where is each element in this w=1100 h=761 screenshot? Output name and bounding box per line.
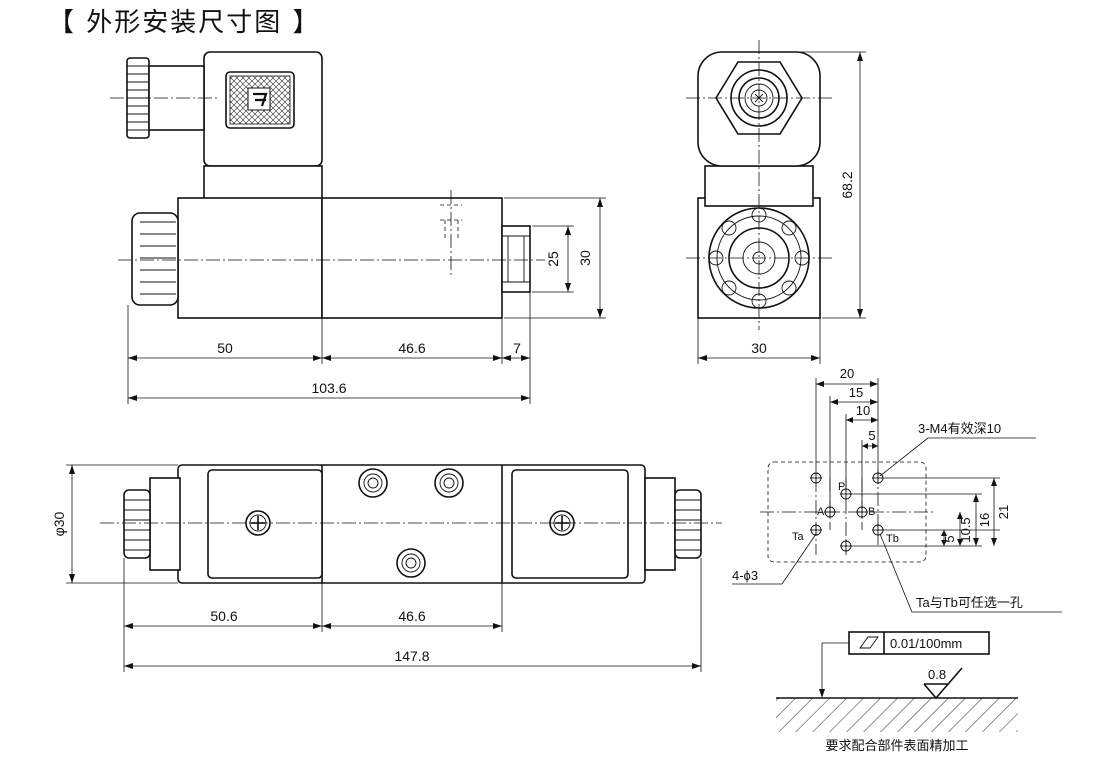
dim-diameter-label: φ30 — [51, 511, 67, 536]
flatness-label: 0.01/100mm — [890, 636, 962, 651]
dim-mid-length-label: 46.6 — [398, 340, 425, 356]
dim-side-width-label: 30 — [751, 340, 767, 356]
ports-note-label: Ta与Tb可任选一孔 — [916, 595, 1023, 610]
ports-note-leader: Ta与Tb可任选一孔 — [879, 533, 1062, 613]
port-b-label: B — [868, 506, 875, 518]
mounting-x-dims: 20 15 10 5 — [815, 366, 879, 508]
dim-side-width: 30 — [697, 318, 821, 364]
thread-note-leader: 3-M4有效深10 — [879, 421, 1036, 477]
dim-top-left-length-label: 50.6 — [210, 608, 237, 624]
dim-y-5-label: 5 — [942, 535, 957, 542]
dim-side-height-label: 68.2 — [839, 171, 855, 198]
dim-total-length-label: 103.6 — [311, 380, 346, 396]
top-horizontal-dims: 50.6 46.6 147.8 — [123, 558, 702, 672]
end-nut — [501, 225, 531, 293]
dim-y-16-label: 16 — [977, 513, 992, 527]
right-knob-top — [644, 477, 702, 571]
thread-note-label: 3-M4有效深10 — [918, 421, 1001, 436]
front-horizontal-dims: 50 46.6 7 103.6 — [127, 292, 531, 404]
dim-nut-length-label: 7 — [513, 340, 521, 356]
side-knob — [708, 207, 810, 309]
valve-body — [321, 197, 503, 319]
dim-left-length-label: 50 — [217, 340, 233, 356]
dim-x-10-label: 10 — [856, 403, 870, 418]
mounting-face: P A B Ta Tb 20 15 10 5 — [732, 366, 1062, 613]
port-a-label: A — [817, 506, 825, 518]
holes-note-leader: 4-ϕ3 — [732, 533, 817, 585]
dim-y-10-5-label: 10.5 — [958, 517, 973, 542]
dim-height-25: 25 — [532, 225, 574, 293]
dim-top-mid-length-label: 46.6 — [398, 608, 425, 624]
flatness-icon — [859, 636, 879, 649]
flatness-frame: 0.01/100mm — [848, 631, 990, 655]
dim-x-15-label: 15 — [849, 385, 863, 400]
mounting-y-dims: 21 16 10.5 5 — [852, 477, 1011, 547]
left-knob-top — [123, 477, 181, 571]
side-view: 30 68.2 — [686, 40, 866, 364]
left-solenoid — [177, 197, 323, 319]
surface-note-label: 要求配合部件表面精加工 — [825, 738, 968, 753]
manual-knob — [131, 212, 179, 306]
roughness-label: 0.8 — [928, 667, 946, 682]
port-p-label: P — [838, 481, 845, 493]
dim-x-20-label: 20 — [840, 366, 854, 381]
brand-logo — [225, 71, 295, 129]
dim-y-21-label: 21 — [996, 505, 1011, 519]
flatness-arrow — [819, 689, 825, 698]
dim-side-height: 68.2 — [800, 51, 866, 319]
page-title: 【 外形安装尺寸图 】 — [48, 8, 321, 38]
coil-connector — [110, 51, 323, 167]
holes-note-label: 4-ϕ3 — [732, 568, 758, 583]
mounting-screws — [358, 468, 464, 578]
hatched-surface — [776, 698, 1018, 732]
dim-height-outer-label: 30 — [577, 250, 593, 266]
roughness-symbol: 0.8 — [923, 667, 963, 699]
dim-height-inner-label: 25 — [545, 251, 561, 267]
dim-x-5-label: 5 — [868, 428, 875, 443]
dim-diameter: φ30 — [51, 464, 178, 584]
port-tb-label: Tb — [886, 533, 899, 545]
hidden-ports — [440, 190, 462, 275]
dim-height-30: 30 — [504, 197, 606, 319]
port-ta-label: Ta — [792, 531, 805, 543]
mounting-face-centerlines — [760, 470, 934, 555]
top-view: φ30 50.6 46.6 147.8 — [51, 464, 722, 672]
front-view: 25 30 50 46.6 7 103.6 — [110, 51, 606, 404]
surface-spec: 0.01/100mm 0.8 要求配合部件表面精加工 — [776, 631, 1018, 753]
dim-top-total-length-label: 147.8 — [394, 648, 429, 664]
